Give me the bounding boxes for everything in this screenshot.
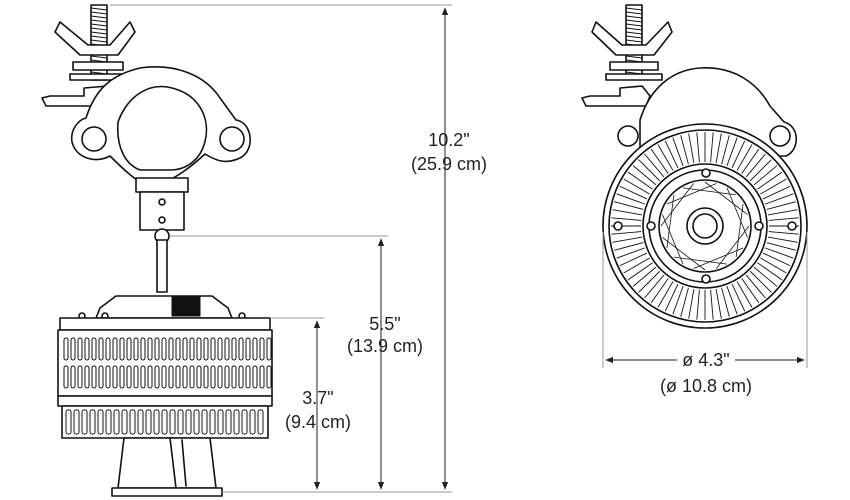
dimension-diameter: ø 4.3" (ø 10.8 cm) <box>602 232 808 396</box>
housing-body <box>57 329 273 397</box>
housing-top <box>59 317 271 331</box>
fixture-height-metric: (13.9 cm) <box>347 336 423 356</box>
side-view <box>41 4 273 497</box>
wing-nut <box>54 21 136 56</box>
lens-barrel <box>117 437 217 489</box>
dimension-fixture-height: 5.5" (13.9 cm) <box>170 235 423 490</box>
wing-nut <box>591 21 673 56</box>
diameter-metric: (ø 10.8 cm) <box>660 376 752 396</box>
overall-height-imperial: 10.2" <box>428 130 469 150</box>
spigot <box>139 191 185 231</box>
clamp-lever <box>581 85 651 107</box>
body-height-imperial: 3.7" <box>302 388 333 408</box>
overall-height-metric: (25.9 cm) <box>411 154 487 174</box>
body-height-metric: (9.4 cm) <box>285 412 351 432</box>
dimension-body-height: 3.7" (9.4 cm) <box>270 317 351 490</box>
washer <box>72 61 124 71</box>
fixture-height-imperial: 5.5" <box>369 314 400 334</box>
stem <box>156 239 168 293</box>
clamp-eye <box>219 126 245 152</box>
front-view <box>581 4 808 329</box>
clamp-eye <box>81 126 107 152</box>
spigot-collar <box>135 177 189 193</box>
yoke <box>95 295 233 319</box>
dimension-overall-height: 10.2" (25.9 cm) <box>110 4 487 493</box>
focus-ring <box>61 405 269 439</box>
diameter-imperial: ø 4.3" <box>682 350 729 370</box>
